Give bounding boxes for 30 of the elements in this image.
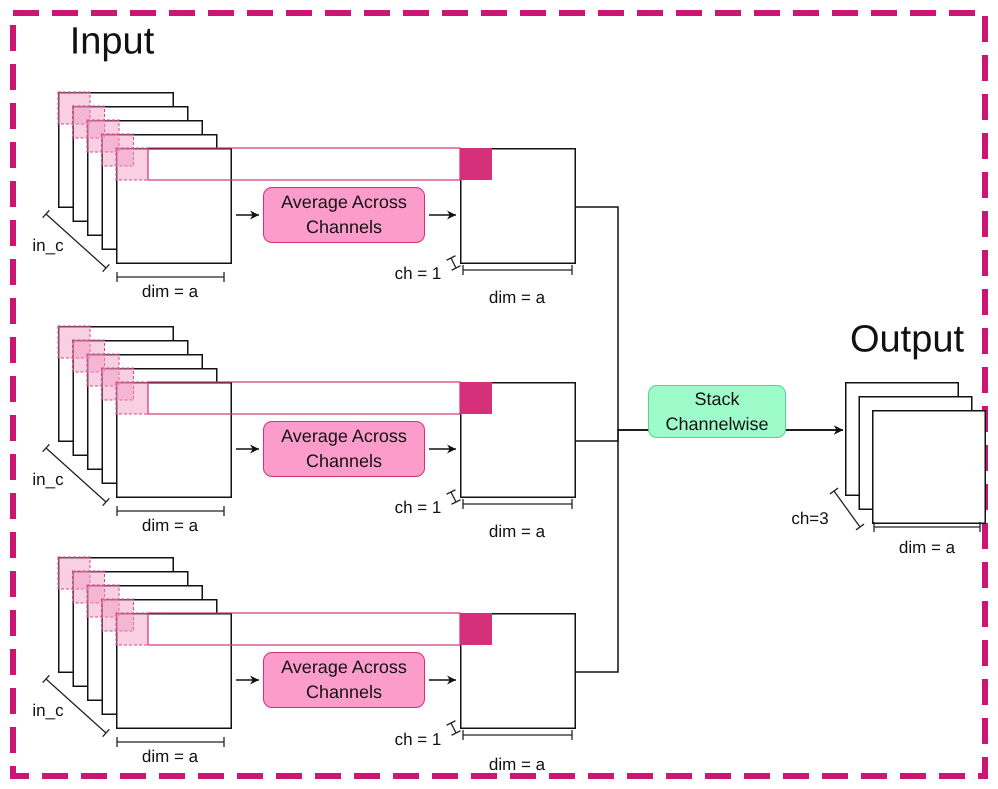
dimension-label: dim = a [142, 747, 198, 767]
arrow [236, 676, 259, 684]
dimension-label: ch = 1 [394, 264, 442, 284]
feature-map-square [460, 613, 576, 729]
dimension-label: ch = 1 [394, 730, 442, 750]
process-box: Average Across Channels [263, 652, 425, 708]
dimension-label: in_c [32, 701, 64, 721]
dimension-label: dim = a [142, 516, 198, 536]
arrow [429, 676, 456, 684]
dimension-label: ch=3 [791, 509, 829, 529]
heading: Output [850, 318, 964, 362]
edge-label: Stack Channelwise [648, 385, 786, 438]
dimension-label: dim = a [898, 538, 956, 558]
arrow [236, 444, 259, 454]
dimension-label: in_c [32, 470, 64, 490]
arrow [236, 210, 259, 220]
heading: Input [70, 20, 154, 64]
layer-stack-drawing [845, 382, 985, 524]
process-box: Average Across Channels [263, 187, 425, 243]
dimension-label: in_c [32, 236, 64, 256]
dimension-label: dim = a [488, 522, 546, 542]
process-box: Average Across Channels [263, 421, 425, 477]
arrow [429, 210, 456, 220]
dimension-label: dim = a [142, 282, 198, 302]
dimension-label: ch = 1 [394, 498, 442, 518]
arrow [429, 444, 456, 454]
dimension-label: dim = a [488, 288, 546, 308]
feature-map-square [460, 382, 576, 498]
feature-map-square [460, 148, 576, 264]
dimension-label: dim = a [488, 755, 546, 775]
